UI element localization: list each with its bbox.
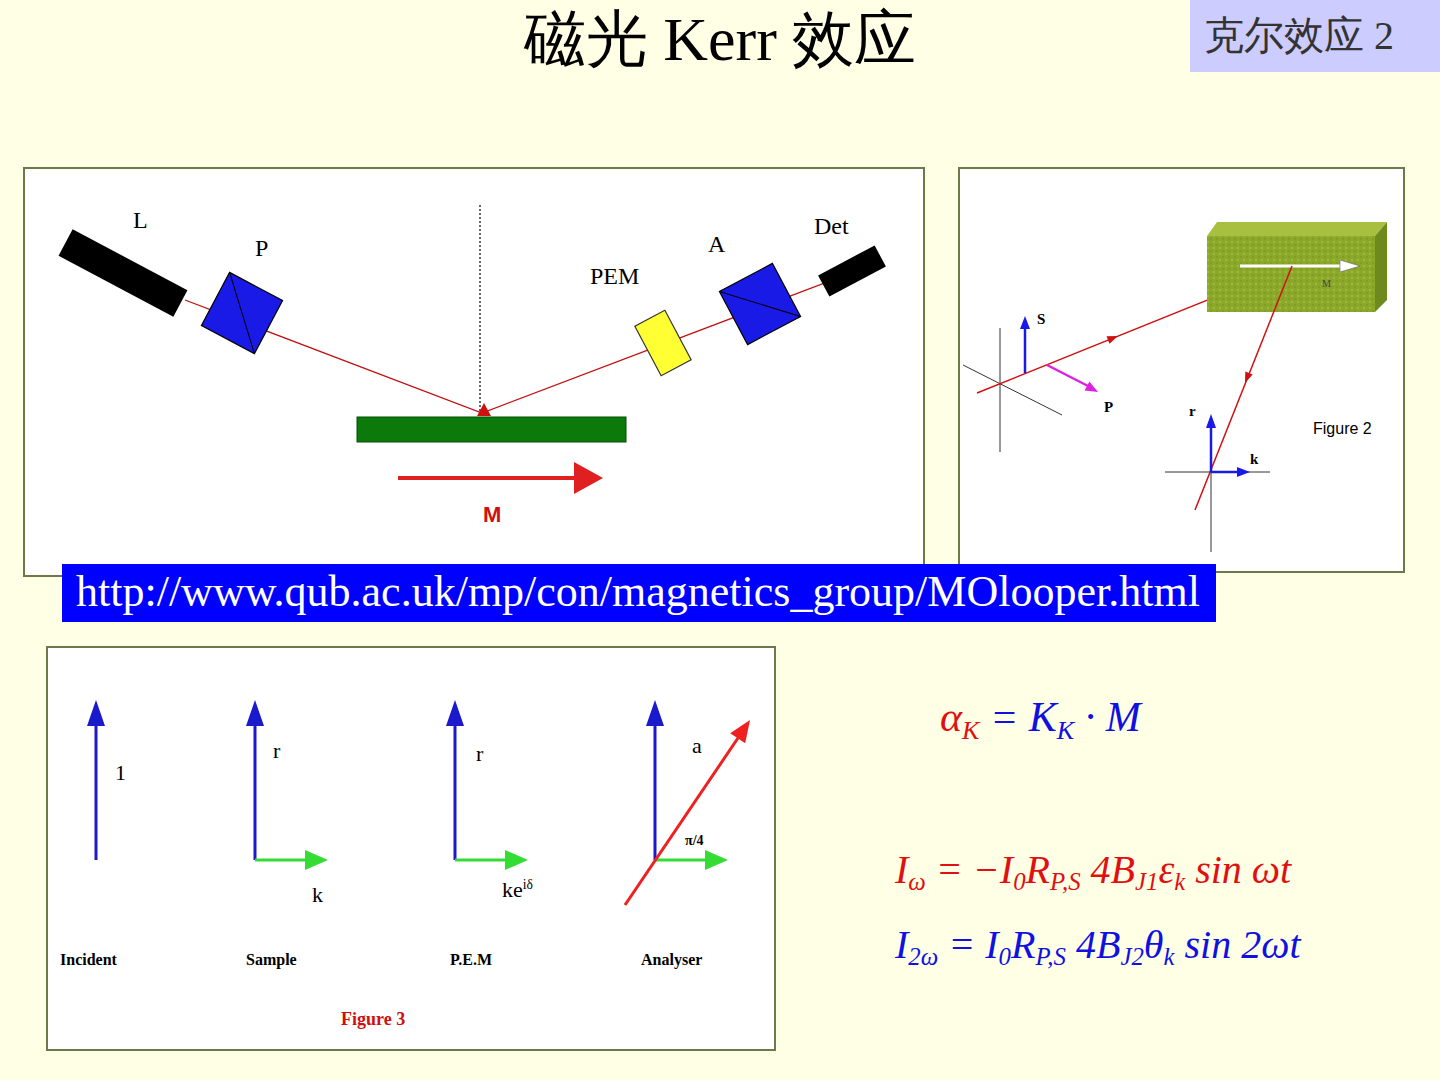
vector-label: r — [1189, 404, 1196, 419]
slide-title: 磁光 Kerr 效应 — [470, 2, 970, 76]
text-segment: P,S — [1035, 943, 1066, 970]
figure-caption: Figure 2 — [1313, 421, 1372, 437]
text-segment: J1 — [1135, 868, 1158, 895]
text-segment: k — [1163, 943, 1174, 970]
figure-caption: Figure 3 — [341, 1010, 405, 1028]
text-segment: θ — [1144, 922, 1164, 967]
setup-illustration — [59, 205, 886, 494]
text-segment: k — [1174, 868, 1185, 895]
text-segment: J2 — [1120, 943, 1143, 970]
text-segment: I — [895, 922, 908, 967]
polarizer — [201, 272, 282, 353]
stage-label: P.E.M — [450, 952, 492, 968]
text-segment: 4B — [1081, 847, 1135, 892]
text-segment: 2ω — [908, 943, 938, 970]
laser — [59, 229, 188, 317]
part-label: P — [255, 236, 268, 260]
detector — [818, 245, 886, 296]
vector-label: r — [273, 740, 280, 762]
text-segment: K — [962, 716, 979, 745]
analyser — [719, 263, 800, 344]
text-segment: 4B — [1066, 922, 1120, 967]
text-segment: sin 2ωt — [1174, 922, 1300, 967]
formula: I2ω = I0RP,S 4BJ2θk sin 2ωt — [895, 921, 1301, 972]
text-segment: = K — [979, 694, 1056, 740]
part-label: A — [708, 232, 725, 256]
text-segment: iδ — [523, 877, 533, 892]
formula: Iω = −I0RP,S 4BJ1εk sin ωt — [895, 846, 1291, 897]
text-segment: α — [940, 694, 962, 740]
vector-label: P — [1104, 400, 1113, 415]
text-segment: sin ωt — [1185, 847, 1291, 892]
pem — [635, 310, 691, 375]
text-segment: R — [1026, 847, 1050, 892]
stage-label: Sample — [246, 952, 297, 968]
text-segment: · M — [1074, 694, 1141, 740]
text-segment: ω — [908, 868, 926, 895]
vector-label: S — [1037, 312, 1045, 327]
vector-label: k — [312, 884, 323, 906]
magnetization-label: M — [483, 504, 501, 526]
panel-ground — [958, 167, 1405, 573]
vector-label: a — [692, 735, 702, 757]
url-text: http://www.qub.ac.uk/mp/con/magnetics_gr… — [76, 570, 1200, 614]
vector-label: r — [476, 743, 483, 765]
magnetization-label: M — [1322, 279, 1331, 289]
text-segment: ε — [1158, 847, 1174, 892]
text-segment: = I — [938, 922, 998, 967]
vector-label: keiδ — [502, 878, 533, 901]
part-label: Det — [814, 214, 849, 238]
text-segment: ke — [502, 877, 523, 902]
setup-panel: L P PEM A DetM — [23, 167, 925, 577]
stage-label: Analyser — [641, 952, 702, 968]
text-segment: 0 — [999, 943, 1011, 970]
sample — [357, 417, 626, 442]
text-segment: K — [1057, 716, 1074, 745]
part-label: PEM — [590, 264, 639, 288]
geometry-panel: S P Mr k Figure 2 — [958, 167, 1405, 573]
text-segment: R — [1011, 922, 1035, 967]
text-segment: P,S — [1050, 868, 1081, 895]
polarization-panel: 1 r k r keiδ a π/4Incident Sample P.E.M AnalyserF… — [46, 646, 776, 1051]
tag-text: 克尔效应 2 — [1204, 16, 1394, 56]
polarization-illustration — [87, 700, 750, 905]
panel-ground — [46, 646, 776, 1051]
text-segment: I — [895, 847, 908, 892]
angle-label: π/4 — [684, 834, 705, 848]
text-segment: 0 — [1013, 868, 1025, 895]
text-segment: = −I — [926, 847, 1013, 892]
panel-ground — [23, 167, 925, 577]
geometry-illustration — [963, 222, 1387, 552]
url-banner: http://www.qub.ac.uk/mp/con/magnetics_gr… — [62, 564, 1216, 622]
part-label: L — [133, 208, 148, 232]
page-tag: 克尔效应 2 — [1190, 0, 1440, 72]
vector-label: 1 — [115, 762, 126, 784]
magnetic-sample — [1207, 236, 1375, 312]
stage-label: Incident — [60, 952, 117, 968]
formula: αK = KK · M — [940, 692, 1141, 746]
vector-label: k — [1250, 452, 1258, 467]
